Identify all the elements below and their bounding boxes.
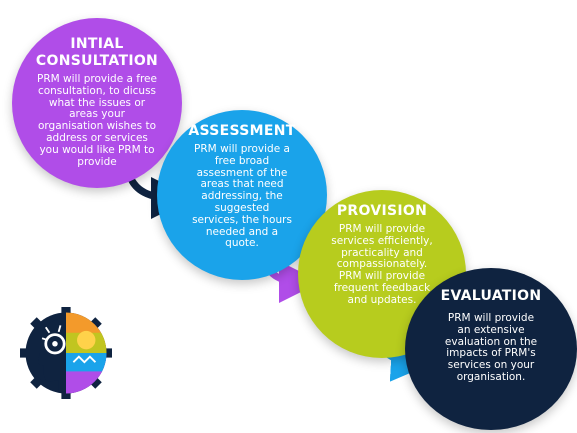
description-line: PRM will provide a bbox=[194, 143, 290, 155]
step-title: ASSESSMENT bbox=[188, 123, 296, 139]
step-description: PRM will provide a free broad assesment … bbox=[185, 143, 299, 250]
step-title-line: CONSULTATION bbox=[35, 53, 159, 69]
description-line: provide bbox=[77, 155, 117, 168]
step-title: INTIAL CONSULTATION bbox=[34, 36, 160, 70]
description-line: consultation, to dicuss bbox=[37, 84, 157, 97]
description-line: impacts of PRM's bbox=[446, 347, 536, 360]
description-line: and updates. bbox=[347, 293, 417, 306]
description-line: practicality and bbox=[341, 246, 423, 259]
step-description: PRM will provide services efficiently, p… bbox=[324, 223, 440, 307]
description-line: services on your bbox=[447, 359, 535, 372]
prm-logo-icon bbox=[20, 307, 112, 399]
description-line: compassionately. bbox=[336, 258, 428, 271]
description-line: areas that need bbox=[200, 178, 284, 191]
step-assessment: ASSESSMENT PRM will provide a free broad… bbox=[157, 110, 327, 280]
description-line: evaluation on the bbox=[444, 335, 538, 348]
description-line: needed and a bbox=[205, 225, 279, 238]
description-line: address or services bbox=[46, 131, 148, 144]
description-line: PRM will provide bbox=[338, 223, 426, 235]
description-line: an extensive bbox=[457, 323, 525, 336]
description-line: organisation wishes to bbox=[37, 120, 157, 133]
description-line: PRM will provide a free bbox=[37, 73, 157, 85]
description-line: services, the hours bbox=[192, 213, 292, 226]
description-line: areas your bbox=[69, 108, 125, 121]
description-line: PRM will provide bbox=[447, 312, 535, 324]
step-initial-consultation: INTIAL CONSULTATION PRM will provide a f… bbox=[12, 18, 182, 188]
description-line: services efficiently, bbox=[331, 234, 433, 247]
description-line: addressing, the bbox=[201, 190, 283, 203]
description-line: frequent feedback bbox=[333, 281, 431, 294]
step-title-line: INTIAL bbox=[70, 36, 124, 52]
description-line: free broad bbox=[214, 154, 270, 167]
description-line: PRM will provide bbox=[338, 270, 426, 283]
step-description: PRM will provide an extensive evaluation… bbox=[431, 312, 551, 384]
description-line: you would like PRM to bbox=[39, 143, 155, 156]
step-title: PROVISION bbox=[336, 203, 428, 219]
description-line: quote. bbox=[225, 237, 259, 250]
step-title: EVALUATION bbox=[440, 288, 542, 304]
step-description: PRM will provide a free consultation, to… bbox=[34, 73, 160, 168]
description-line: what the issues or bbox=[48, 96, 146, 109]
description-line: organisation. bbox=[456, 370, 526, 383]
description-line: assesment of the bbox=[196, 166, 288, 179]
description-line: suggested bbox=[214, 201, 270, 214]
step-evaluation: EVALUATION PRM will provide an extensive… bbox=[405, 268, 577, 430]
